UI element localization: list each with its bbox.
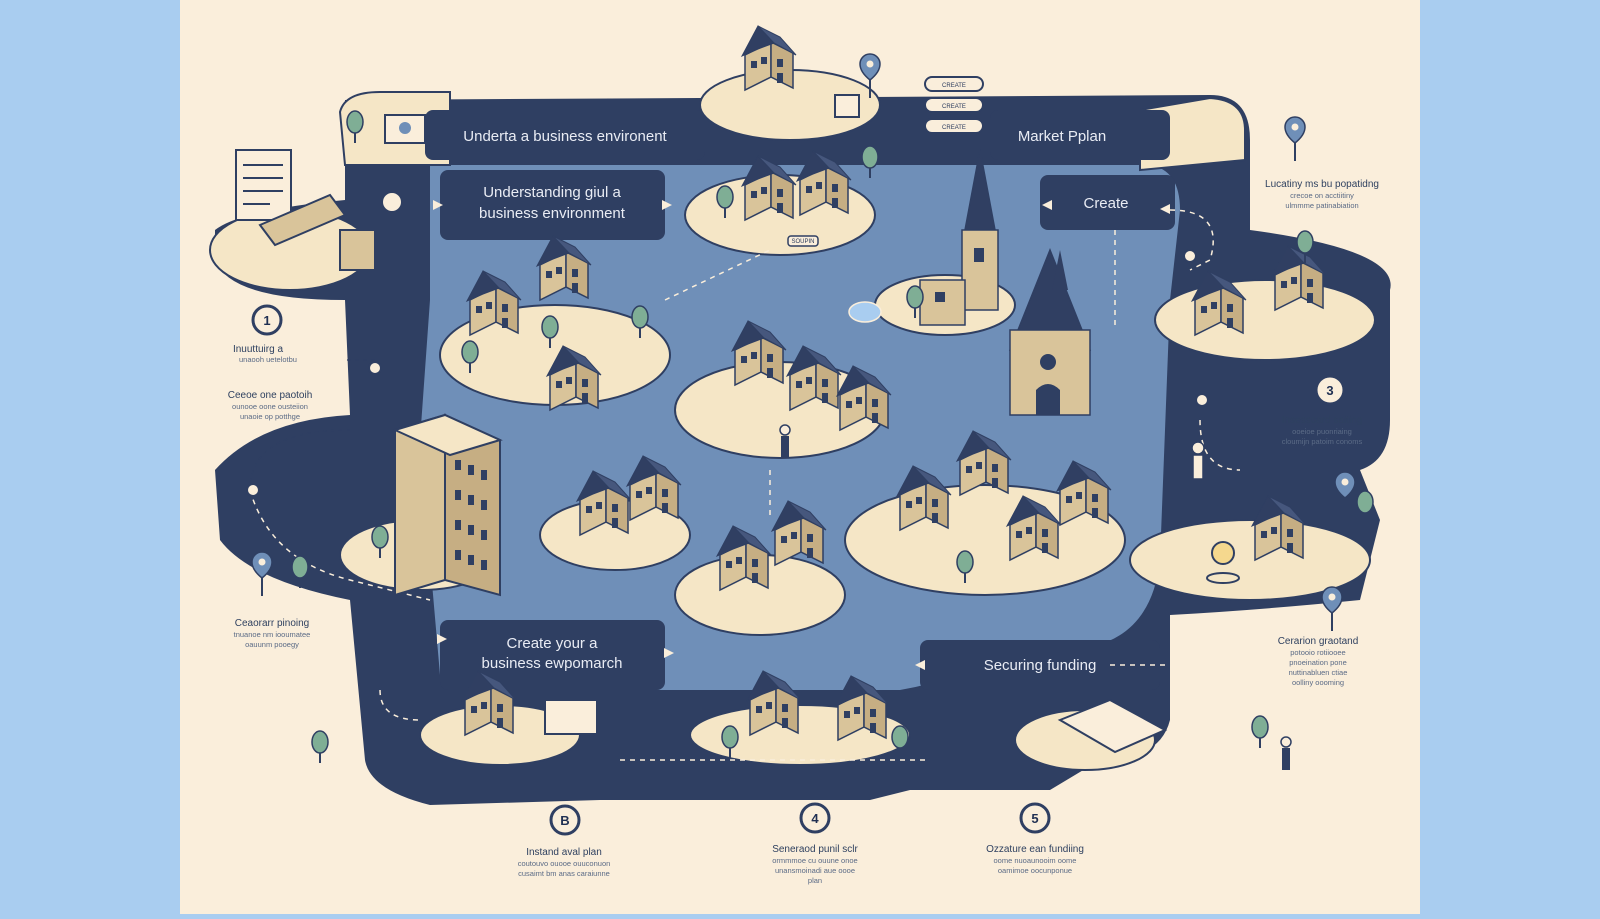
lightbulb-icon [381,191,403,217]
banner-5-text-line-1: Create your a [507,635,599,652]
sign-stack: CREATE CREATE CREATE [924,76,984,134]
arrow-right-icon [662,200,672,210]
monitor-icon [544,699,598,735]
svg-text:4: 4 [811,811,819,826]
desk-icon [258,193,376,271]
cloud-icon [848,301,882,323]
banner-2-text-line-1: Understanding giul a [483,184,621,201]
arrow-right-icon [664,648,674,658]
cathedral-icon [1008,247,1092,416]
banner-1 [425,110,705,160]
person-icon [1280,736,1292,770]
note-4-title: Insessoard saiting [1282,415,1363,426]
note-5-line: oauunm pooegy [245,640,299,649]
note-9-line: oamimoe oocunponue [998,866,1072,875]
dashed-connectors [249,209,1241,761]
office-tower-icon [392,413,503,597]
banner-3-text: Market Pplan [1018,128,1106,145]
note-1-line: crecoe on acctiitiny [1290,191,1354,200]
note-7-title: Instand aval plan [526,847,602,858]
note-3-line: unaoie op potthge [240,412,300,421]
svg-text:B: B [560,813,569,828]
note-4-line: cloumijn patoim conoms [1282,437,1363,446]
book-icon [1057,698,1168,754]
svg-text:3: 3 [1326,383,1333,398]
person-icon [1191,441,1205,480]
banner-1-text: Underta a business environent [463,128,667,145]
laptop-icon [384,114,426,144]
step-marker-B: B [549,804,581,836]
note-6-line: pnoeination pone [1289,658,1347,667]
note-9-line: oome nuoaunooim oome [994,856,1077,865]
svg-text:CREATE: CREATE [942,104,966,110]
banner-4 [1040,175,1175,230]
note-1-line: ulmmme patinabiation [1285,201,1358,210]
svg-text:CREATE: CREATE [942,83,966,89]
banner-2-text-line-2: business environment [479,205,626,222]
note-5-line: tnuanoe nm iooumatee [234,630,311,639]
banner-5-text-line-2: business ewpomarch [482,655,623,672]
note-6-line: oolliny oooming [1292,678,1344,687]
document-icon [235,149,292,221]
svg-text:5: 5 [1031,811,1038,826]
arrow-left-icon [915,660,925,670]
platform-right-1 [1154,279,1376,361]
step-marker-1: 1 [251,304,283,336]
note-7-line: cusaimt bm anas caraiunne [518,869,610,878]
arrow-right-icon [433,200,443,210]
banner-2 [440,170,665,240]
note-5-title: Ceaorarr pinoing [235,618,310,629]
note-7-line: coutouvo ouooe ouuconuon [518,859,611,868]
lightbulb-icon [1206,541,1240,584]
banner-3 [990,110,1170,160]
note-8-line: plan [808,876,822,885]
note-6-line: nuttinabluen ctiae [1289,668,1348,677]
banner-6-text: Securing funding [984,657,1097,674]
person-icon [779,424,791,458]
note-8-title: Seneraod punil sclr [772,844,858,855]
note-4-line: ooeioe puonriaing [1292,427,1352,436]
banner-6 [920,640,1160,690]
dashed-connectors-light [249,359,375,491]
note-8-line: ormmmoe cu ouune onoe [772,856,857,865]
note-2-title: Inuuttuirg a [233,344,283,355]
step-marker-4: 4 [799,802,831,834]
shop-sign: SOUPIN [787,235,819,247]
arrow-right-icon [437,634,447,644]
coin-stack-icon [834,94,860,118]
note-6-title: Cerarion graotand [1278,636,1359,647]
note-8-line: unansmoinadi aue oooe [775,866,855,875]
arrow-left-icon [1042,200,1052,210]
note-2-line: unaooh uetelotbu [239,355,297,364]
waypoint-dots [246,249,1209,497]
note-9-title: Ozzature ean fundiing [986,844,1084,855]
note-3-title: Ceeoe one paotoih [228,390,313,401]
step-marker-3: 3 [1314,374,1346,406]
banner-5 [440,620,665,690]
banner-4-text: Create [1083,195,1128,212]
step-marker-5: 5 [1019,802,1051,834]
svg-text:CREATE: CREATE [942,125,966,131]
note-3-line: ounooe oone ousteiion [232,402,308,411]
note-6-line: potooio rotiiooee [1290,648,1345,657]
svg-text:SOUPIN: SOUPIN [791,239,814,245]
church-icon [919,149,999,326]
platform-right-2 [1129,519,1371,601]
arrow-left-icon [1160,204,1170,214]
svg-text:1: 1 [263,313,270,328]
note-1-title: Lucatiny ms bu popatidng [1265,179,1379,190]
